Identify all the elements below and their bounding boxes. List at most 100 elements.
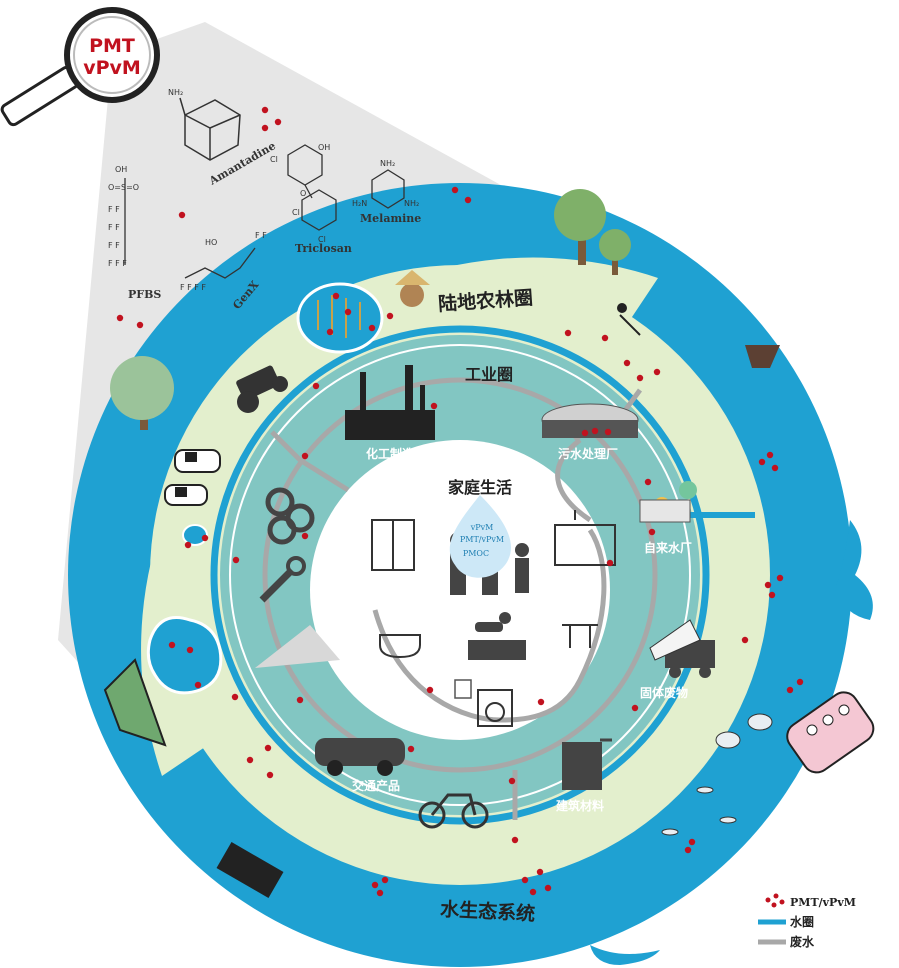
pmt-dot: [426, 686, 434, 694]
legend-label-pmt: PMT/vPvM: [790, 896, 856, 909]
node-raw-material-processing-text: 原料加工: [319, 549, 332, 608]
pmt-dot: [264, 744, 272, 752]
pmt-dot: [564, 329, 572, 337]
pmt-dot: [771, 464, 779, 472]
amantadine-structure: [179, 97, 241, 161]
node-wastewater-plant: 污水处理厂: [558, 446, 618, 461]
node-raw-material-processing: 原料加工: [319, 549, 332, 608]
legend-dots-symbol: [765, 893, 785, 908]
pmt-dot: [529, 888, 537, 896]
pmt-dot: [688, 838, 696, 846]
boat-icon: [745, 345, 780, 368]
f-genx-1: F F: [255, 231, 267, 240]
pmt-dot: [246, 756, 254, 764]
chemical-plant-icon: [345, 365, 435, 440]
pmt-dot: [261, 124, 269, 132]
pmt-dot: [606, 559, 614, 567]
f-pfbs-1: F F: [108, 205, 120, 214]
pmt-dot: [116, 314, 124, 322]
pond-small: [182, 524, 208, 546]
drop-word-1: vPvM: [470, 523, 494, 532]
pmt-dot: [623, 359, 631, 367]
farmer-icon: [395, 270, 430, 307]
pmt-dot: [511, 836, 519, 844]
pmt-dot: [508, 777, 516, 785]
pmt-dot: [301, 532, 309, 540]
wrench-icon: [259, 556, 306, 603]
f-genx-2: F F F F: [180, 283, 206, 292]
o-label-triclosan: O: [300, 189, 306, 198]
pmt-dot: [764, 581, 772, 589]
nh2-melamine-1: NH₂: [380, 159, 395, 168]
pmt-dot: [537, 698, 545, 706]
pmt-dot: [296, 696, 304, 704]
cl-label-1: Cl: [270, 155, 278, 164]
f-pfbs-2: F F: [108, 223, 120, 232]
fisherman-icon: [617, 303, 641, 336]
pipes-icon: [265, 487, 315, 545]
pmt-dot: [312, 382, 320, 390]
pmt-dot: [451, 186, 459, 194]
fish-icons: [661, 713, 773, 836]
pmt-dot: [376, 889, 384, 897]
magnifier-handle: [0, 65, 80, 127]
magnifier: [0, 7, 160, 127]
pmt-dot: [636, 374, 644, 382]
kitchen-icon: [554, 510, 616, 566]
node-transport-products: 交通产品: [352, 778, 400, 793]
pmt-dot: [301, 452, 309, 460]
pmt-dot: [274, 118, 282, 126]
pmt-dot: [653, 368, 661, 376]
pmt-dot: [796, 678, 804, 686]
pmt-dot: [544, 884, 552, 892]
pmt-dot: [631, 704, 639, 712]
wave-bottom: [590, 945, 660, 965]
pmt-dot: [201, 534, 209, 542]
truck-icon: [649, 619, 715, 678]
cow-icon: [164, 449, 221, 506]
pmt-dot: [386, 312, 394, 320]
legend-label-wastewater: 废水: [790, 934, 815, 949]
baby-crawling-icon: [475, 612, 511, 632]
pmt-dot: [604, 428, 612, 436]
car-icon: [315, 738, 405, 776]
bathtub-icon: [379, 634, 421, 659]
carpet-icon: [468, 640, 526, 660]
wastewater-loop: [262, 377, 658, 773]
f-pfbs-4: F F F: [108, 259, 127, 268]
melamine-structure: [371, 169, 405, 209]
pmt-drop-icon: [449, 495, 511, 578]
node-solid-waste: 固体废物: [640, 685, 688, 700]
triclosan-structure: [287, 144, 337, 231]
nh2-melamine-3: NH₂: [404, 199, 419, 208]
wave-right: [835, 520, 873, 620]
zone-household: 家庭生活: [448, 478, 512, 497]
cl-label-3: Cl: [318, 235, 326, 244]
pmt-dot: [741, 636, 749, 644]
pmt-dot: [581, 429, 589, 437]
lake-icon: [146, 616, 223, 695]
pmt-dot: [601, 334, 609, 342]
chem-pfbs: PFBS: [128, 288, 161, 301]
crane-building-icon: [562, 738, 612, 790]
wastewater-connectors: [270, 388, 643, 820]
pmt-dot: [536, 868, 544, 876]
pmt-dot: [521, 876, 529, 884]
so3-pfbs: O=S=O: [108, 183, 139, 192]
pmt-dot: [786, 686, 794, 694]
pmt-dot: [368, 324, 376, 332]
pmt-dot: [776, 574, 784, 582]
industry-inner-stroke: [229, 344, 691, 806]
node-chemical-manufacturing: 化工制造: [366, 446, 415, 461]
pmt-dot: [136, 321, 144, 329]
wastewater-plant-icon: [541, 403, 639, 438]
mountain-icon: [103, 658, 167, 747]
zone-aquatic: 水生态系统: [440, 897, 536, 925]
pmt-dot: [766, 451, 774, 459]
pmt-dot: [232, 556, 240, 564]
washing-machine-icon: [477, 689, 513, 727]
tree-left-icon: [110, 356, 174, 430]
pmt-dot: [381, 876, 389, 884]
oh-pfbs: OH: [115, 165, 127, 174]
